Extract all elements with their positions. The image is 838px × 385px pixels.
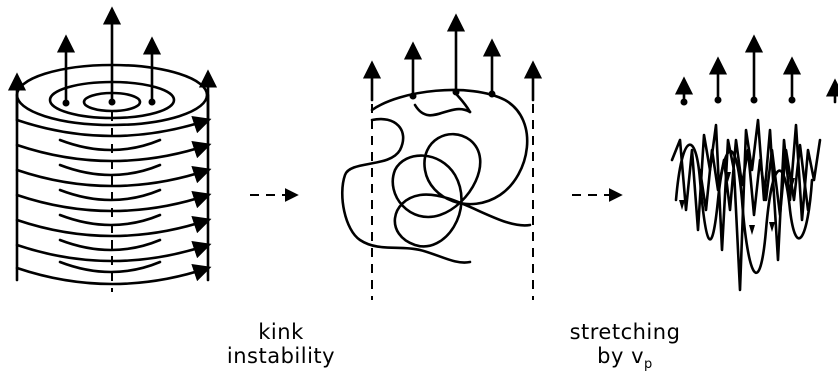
- kink-label-line2: instability: [226, 344, 336, 368]
- twisted-flux-tube: [7, 6, 218, 292]
- short-field-arrows: [674, 34, 838, 106]
- stretched-zigzag-field-lines: [670, 118, 822, 292]
- stretching-label: stretching by vp: [540, 320, 710, 377]
- helical-field-lines: [15, 115, 212, 286]
- tangled-field-lines: [341, 88, 532, 264]
- stretch-label-line2: by vp: [540, 344, 710, 377]
- stretch-label-subscript: p: [644, 357, 653, 372]
- vertical-field-arrows: [7, 6, 218, 122]
- stretched-flux-tube: [670, 34, 838, 292]
- downward-arrowheads: [679, 172, 795, 235]
- kinked-flux-tube: [341, 13, 543, 300]
- kink-label-line1: kink: [258, 320, 304, 344]
- stretch-label-line1: stretching: [569, 320, 681, 344]
- vertical-field-arrows-2: [403, 13, 502, 100]
- kink-instability-label: kink instability: [196, 320, 366, 368]
- stretch-label-prefix: by v: [597, 344, 645, 368]
